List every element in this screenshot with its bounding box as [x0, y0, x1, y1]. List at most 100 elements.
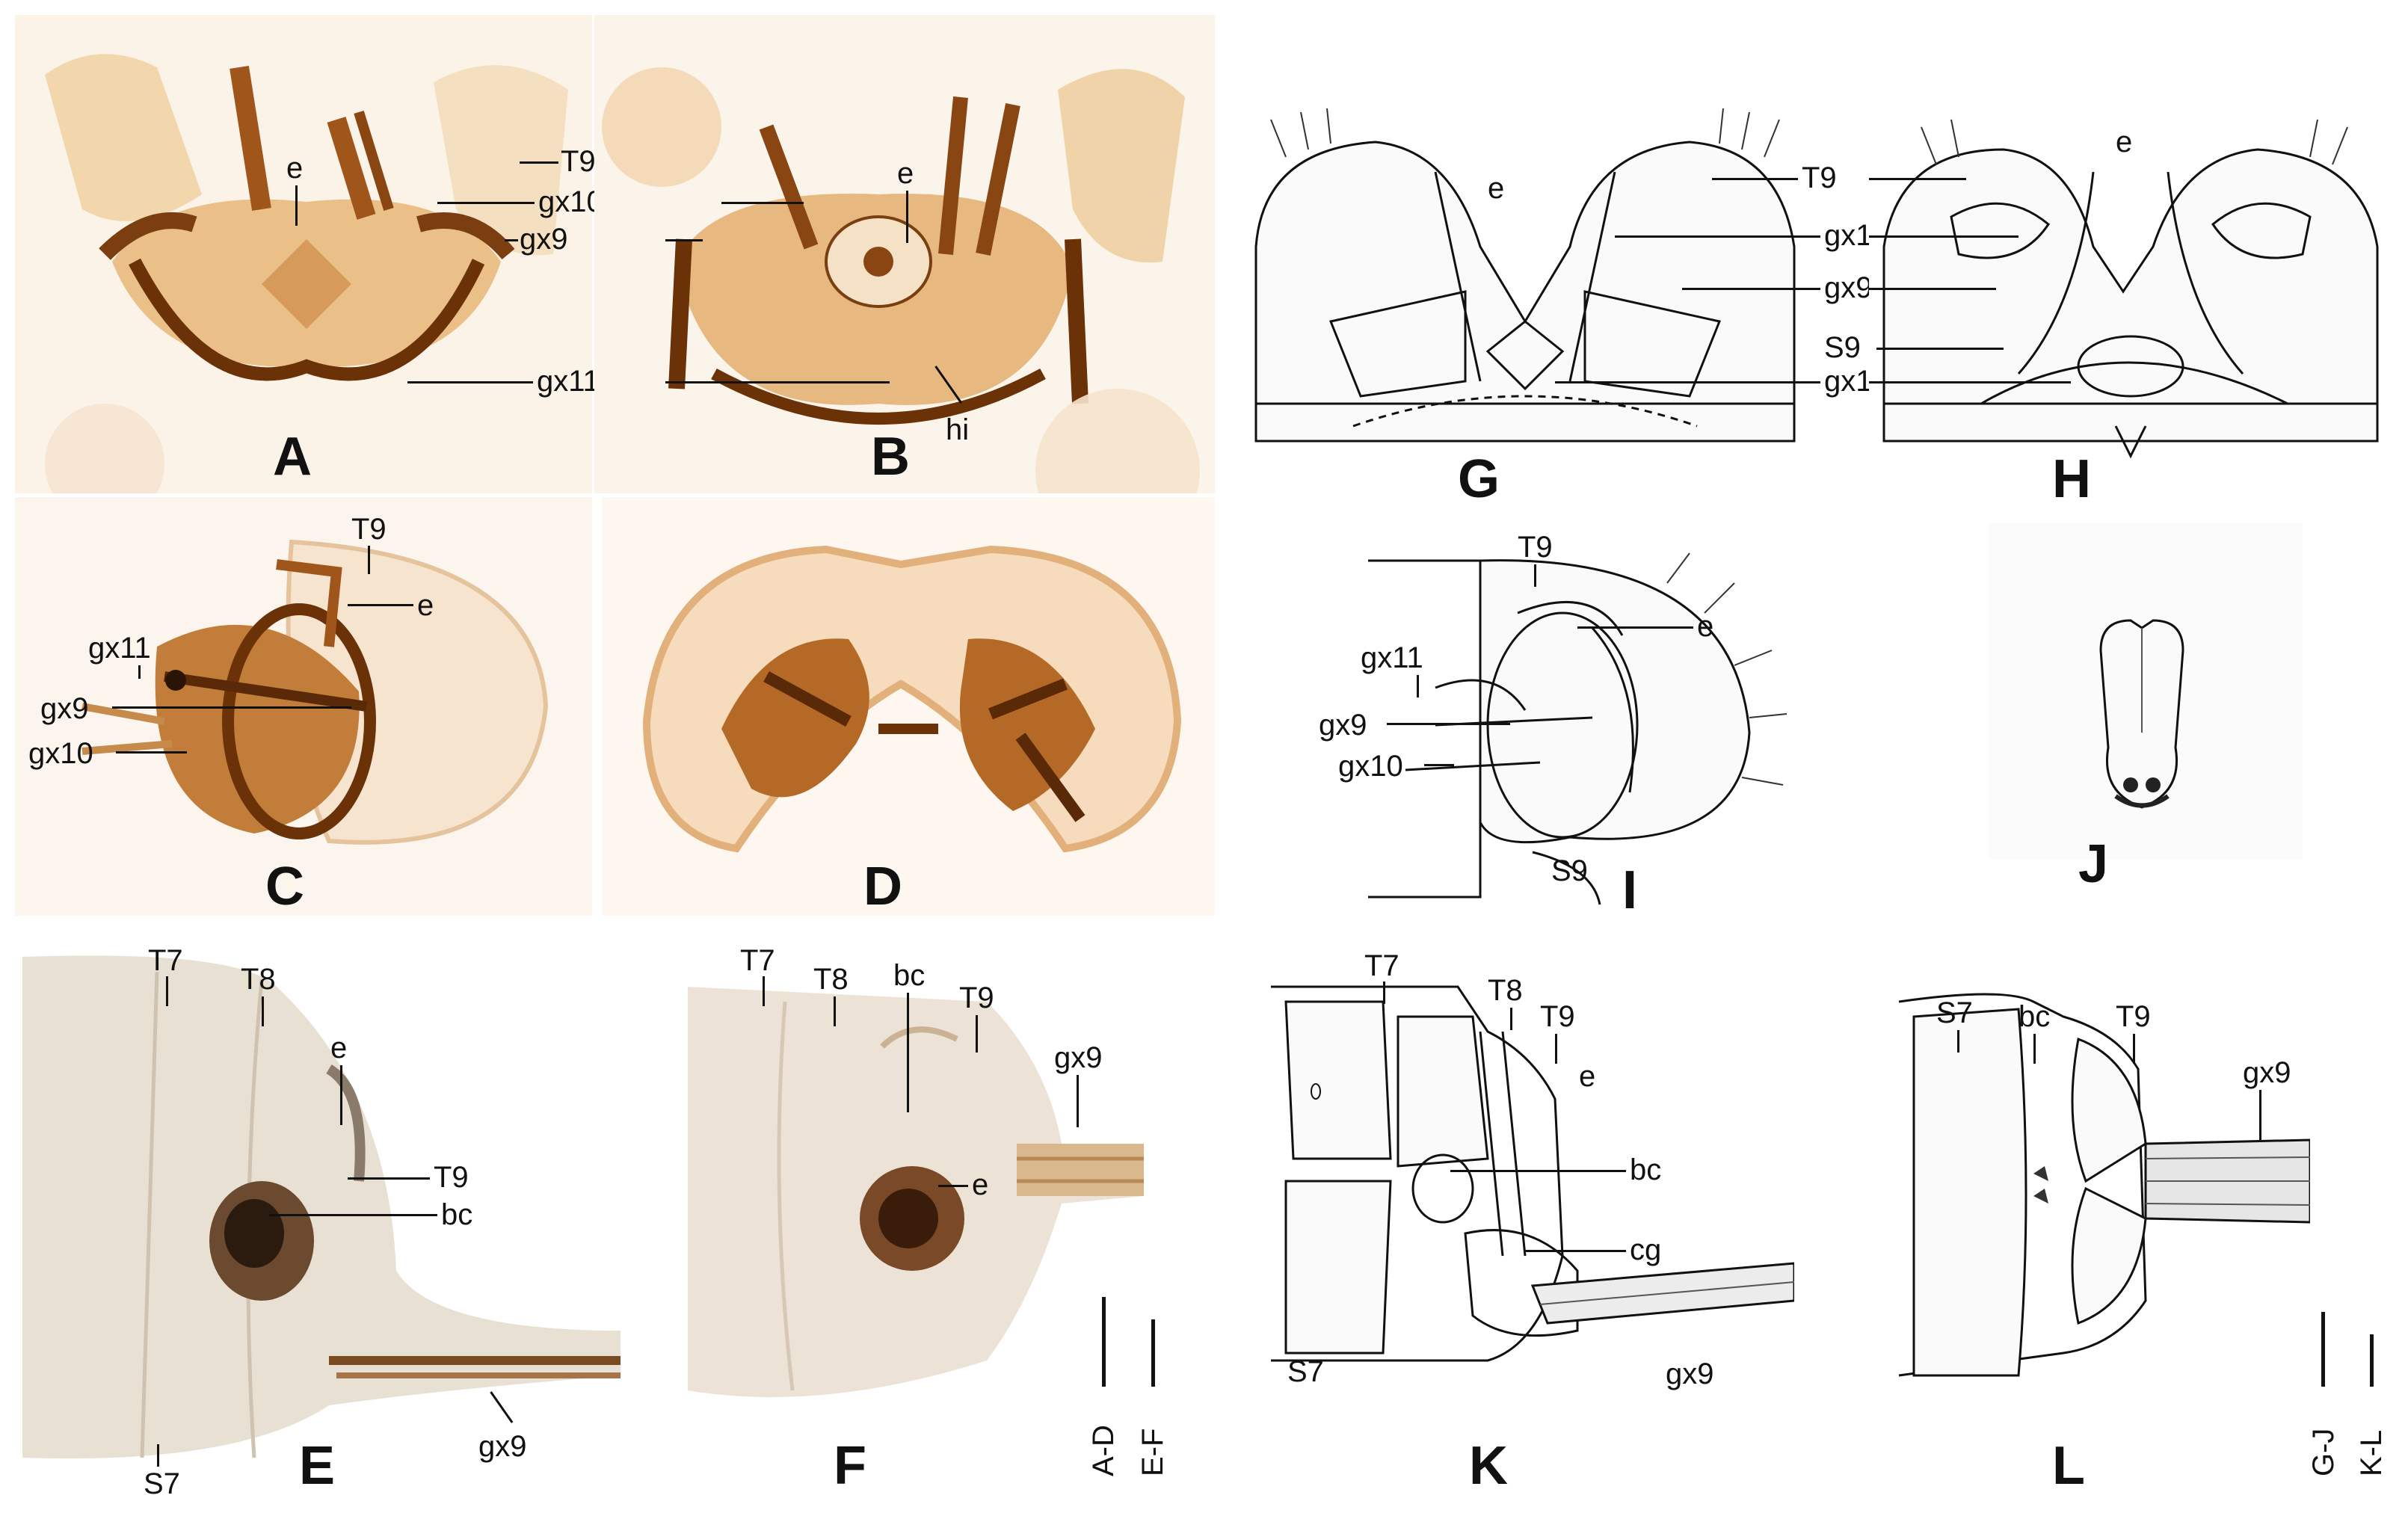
panel-i-leader: [1387, 723, 1510, 725]
panel-k-label-gx9: gx9: [1666, 1358, 1714, 1390]
panel-l-letter: L: [2052, 1436, 2085, 1496]
panel-a-label-gx9: gx9: [520, 223, 568, 256]
panel-i-leader: [1577, 626, 1693, 629]
panel-b-letter: B: [871, 427, 910, 487]
panel-l-label-t9: T9: [2116, 1000, 2151, 1033]
panel-c-letter: C: [265, 857, 304, 916]
panel-l-leader: [2033, 1034, 2036, 1064]
panel-e-leader: [340, 1065, 342, 1125]
panel-g-line-drawing: [1254, 108, 1796, 443]
panel-h-leader-gx11: [1869, 381, 2071, 383]
panel-e-leader: [166, 976, 168, 1006]
panel-i-leader: [1417, 675, 1419, 697]
panel-g: [1241, 97, 1809, 486]
panel-f-leader: [1077, 1075, 1079, 1127]
panel-g-leader: [1712, 178, 1798, 180]
panel-g-leader: [1555, 381, 1820, 383]
panel-g-letter: G: [1458, 449, 1500, 509]
panel-c-label-gx10: gx10: [28, 737, 93, 770]
panel-g-leader: [1682, 288, 1820, 290]
panel-h-leader-gx9: [1869, 288, 1996, 290]
panel-g-label-t9: T9: [1802, 161, 1837, 194]
panel-l-leader: [2133, 1034, 2135, 1064]
panel-a-leader: [295, 185, 298, 226]
panel-f-leader: [976, 1015, 978, 1053]
panel-l-label-s7: S7: [1936, 996, 1973, 1029]
panel-c-label-e: e: [417, 589, 434, 622]
panel-i-leader: [1424, 764, 1454, 766]
panel-k-label-t7: T7: [1364, 949, 1399, 982]
panel-c-label-gx11: gx11: [88, 632, 151, 665]
panel-a-label-e: e: [286, 152, 304, 185]
scale-bar-k-l-label: K-L: [2355, 1429, 2388, 1476]
panel-k-label-t8: T8: [1488, 974, 1523, 1007]
panel-a: [15, 15, 592, 493]
scale-bar-a-d: [1102, 1297, 1106, 1387]
panel-k-label-e: e: [1579, 1060, 1596, 1093]
panel-b: [594, 15, 1215, 493]
panel-a-label-gx11: gx11: [537, 365, 600, 398]
panel-c-leader: [368, 546, 370, 574]
panel-i-label-gx10: gx10: [1338, 750, 1403, 783]
panel-l-label-gx9: gx9: [2243, 1056, 2291, 1089]
panel-e-leader: [269, 1214, 437, 1216]
panel-k-label-t9: T9: [1540, 1000, 1575, 1033]
panel-h-letter: H: [2052, 449, 2091, 509]
panel-j-letter: J: [2078, 834, 2109, 894]
panel-f-letter: F: [834, 1436, 866, 1496]
scale-bar-k-l: [2370, 1334, 2374, 1387]
panel-i-letter: I: [1622, 860, 1638, 920]
panel-h-line-drawing: [1882, 119, 2379, 459]
panel-f-leader: [834, 996, 836, 1026]
panel-h-leader-t9: [1869, 178, 1966, 180]
panel-e-label-t9: T9: [434, 1161, 469, 1194]
panel-g-label-gx9: gx9: [1824, 271, 1873, 304]
panel-d-letter: D: [863, 857, 902, 916]
panel-l-line-drawing: [1898, 993, 2310, 1377]
panel-k-leader: [1555, 1034, 1557, 1064]
panel-k-leader: [1450, 1170, 1626, 1172]
panel-h-label-e: e: [2116, 126, 2133, 158]
panel-a-label-gx10: gx10: [538, 185, 603, 218]
panel-f-label-bc: bc: [893, 959, 926, 992]
panel-k-leader: [1383, 982, 1385, 1004]
panel-a-specimen-photo: [15, 15, 592, 493]
scale-bar-e-f: [1151, 1319, 1155, 1387]
panel-b-leader-gx10: [721, 202, 804, 204]
panel-f-label-t9: T9: [959, 982, 994, 1014]
panel-c-leader: [112, 706, 351, 709]
panel-c-leader: [116, 751, 187, 754]
panel-i-label-e: e: [1697, 610, 1714, 643]
panel-e-label-gx9: gx9: [478, 1430, 527, 1463]
panel-h-leader: [1876, 348, 2004, 350]
panel-a-letter: A: [273, 427, 312, 487]
scale-bar-g-j-label: G-J: [2307, 1428, 2340, 1476]
panel-e-label-t8: T8: [241, 963, 276, 996]
panel-b-leader-gx9: [665, 239, 703, 241]
panel-c-label-gx9: gx9: [40, 692, 89, 725]
panel-g-leader: [1615, 235, 1820, 238]
panel-b-leader-gx11: [665, 381, 890, 383]
panel-k-line-drawing: [1271, 985, 1794, 1362]
panel-i-leader: [1534, 564, 1536, 587]
panel-h-leader-gx10: [1869, 235, 2019, 238]
panel-e-label-e: e: [330, 1032, 348, 1064]
panel-g-label-e: e: [1488, 172, 1505, 205]
panel-a-leader: [520, 161, 558, 164]
panel-i-line-drawing: [1368, 552, 1787, 905]
panel-h-label-s9: S9: [1824, 331, 1861, 364]
panel-f-leader: [938, 1185, 968, 1187]
panel-e-leader: [348, 1177, 430, 1180]
panel-i-label-t9: T9: [1518, 531, 1553, 564]
panel-h: [1869, 97, 2392, 486]
panel-e-label-t7: T7: [148, 944, 183, 977]
panel-e-leader: [262, 996, 264, 1026]
panel-f-leader: [763, 976, 765, 1006]
panel-f-label-e: e: [972, 1168, 989, 1201]
panel-e-label-bc: bc: [441, 1198, 473, 1231]
panel-a-label-t9: T9: [561, 145, 596, 178]
panel-k-label-s7: S7: [1287, 1355, 1324, 1388]
panel-k: [1263, 972, 1794, 1390]
scale-bar-e-f-label: E-F: [1136, 1428, 1169, 1476]
panel-d: [602, 497, 1215, 916]
